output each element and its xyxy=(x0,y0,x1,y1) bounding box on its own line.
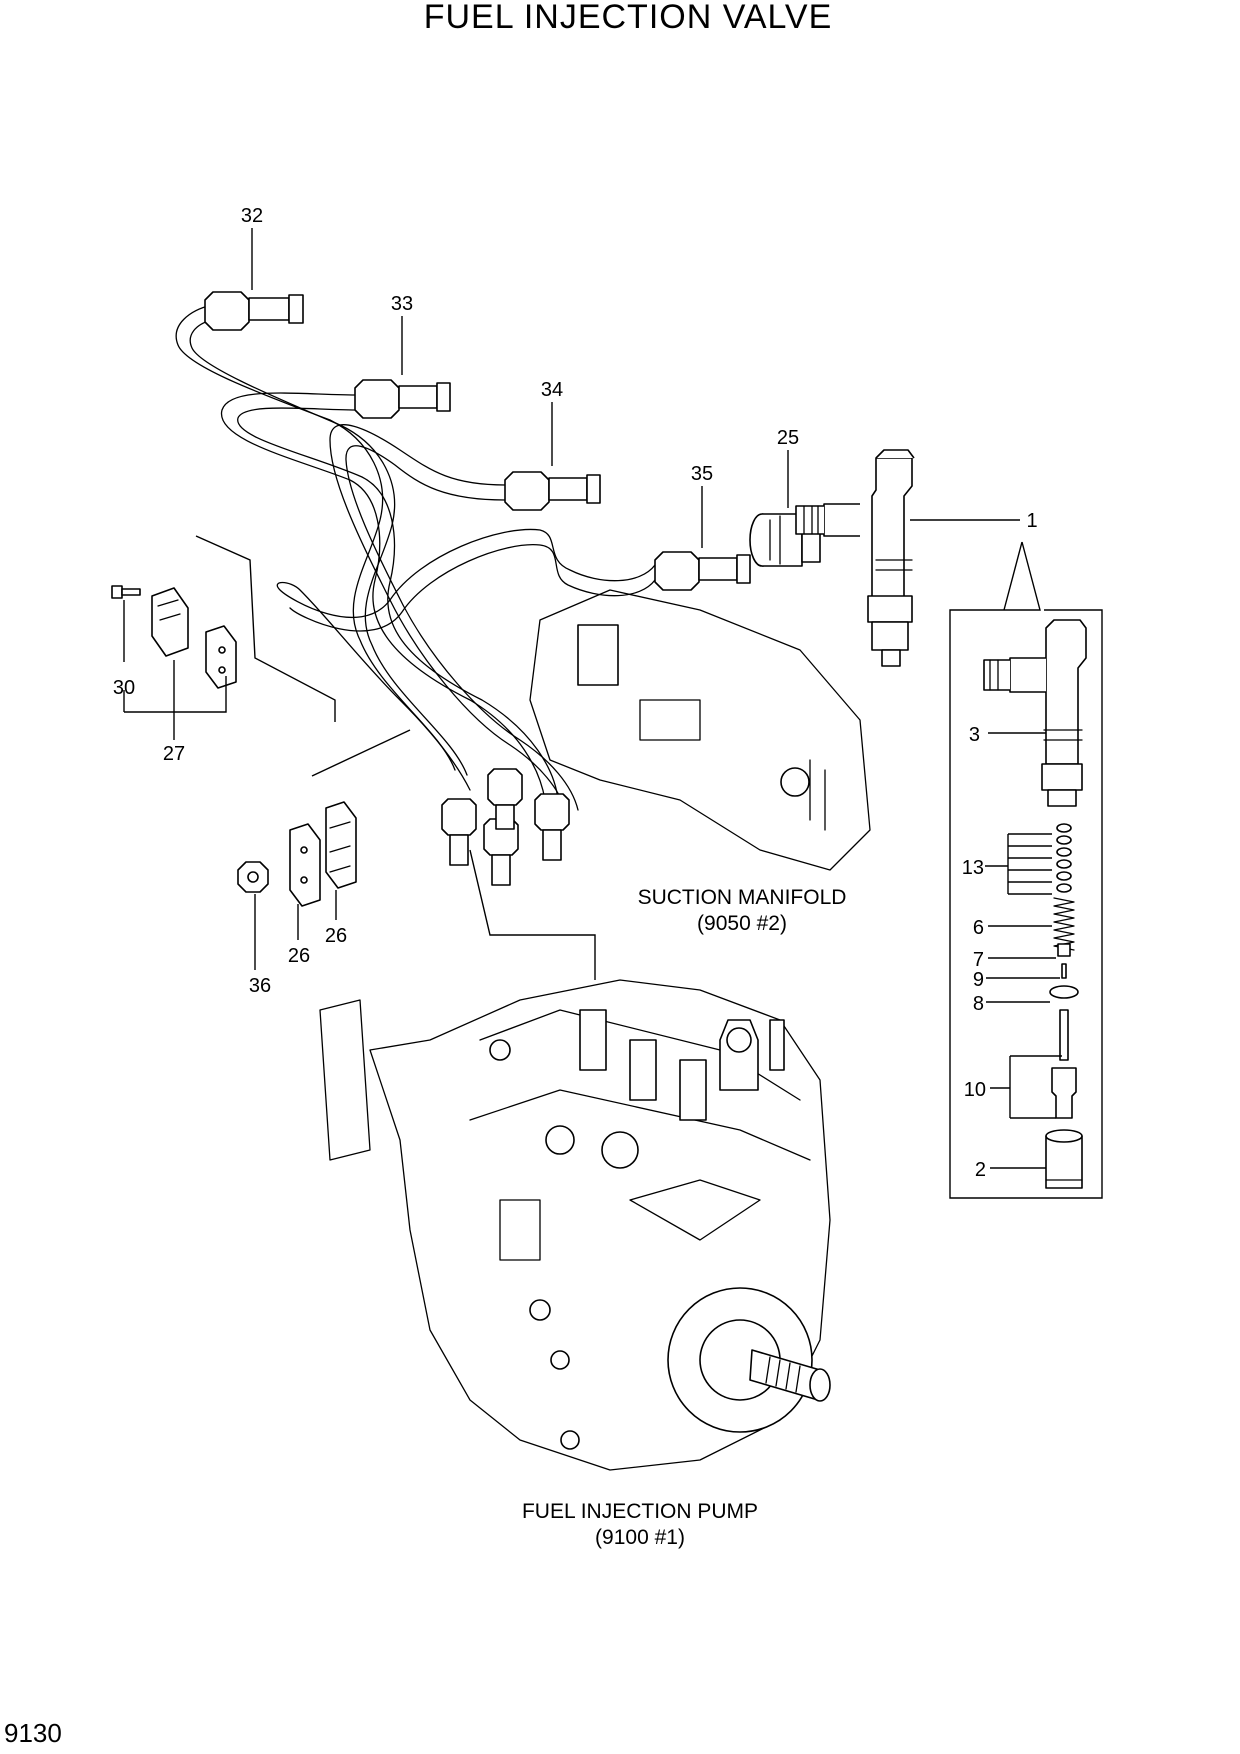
callout-13: 13 xyxy=(962,857,984,879)
callout-8: 8 xyxy=(973,993,984,1015)
clamps-illustration xyxy=(111,585,357,907)
callout-7: 7 xyxy=(973,949,984,971)
leader-lines xyxy=(123,228,1062,1169)
callout-2: 2 xyxy=(975,1159,986,1181)
callout-32: 32 xyxy=(241,205,263,227)
part-25-illustration xyxy=(749,513,821,567)
suction-manifold-label: SUCTION MANIFOLD xyxy=(638,886,847,909)
injection-pipes-illustration xyxy=(175,291,751,886)
detail-box xyxy=(949,541,1103,1199)
reference-labels: SUCTION MANIFOLD (9050 #2) FUEL INJECTIO… xyxy=(522,886,846,1549)
callout-numbers: 32 33 34 35 25 1 3 13 6 7 9 8 10 2 30 27… xyxy=(113,205,1038,1181)
callout-25: 25 xyxy=(777,427,799,449)
part-1-injector-illustration xyxy=(795,449,915,667)
callout-1: 1 xyxy=(1026,510,1037,532)
callout-6: 6 xyxy=(973,917,984,939)
callout-10: 10 xyxy=(964,1079,986,1101)
page-number: 9130 xyxy=(4,1718,62,1748)
callout-33: 33 xyxy=(391,293,413,315)
callout-36: 36 xyxy=(249,975,271,997)
callout-35: 35 xyxy=(691,463,713,485)
fuel-injection-pump-label: FUEL INJECTION PUMP xyxy=(522,1500,758,1523)
fuel-injection-pump-illustration xyxy=(319,979,831,1471)
callout-26-right: 26 xyxy=(325,925,347,947)
callout-3: 3 xyxy=(969,724,980,746)
callout-26-left: 26 xyxy=(288,945,310,967)
fuel-injection-pump-ref: (9100 #1) xyxy=(595,1526,685,1549)
callout-34: 34 xyxy=(541,379,563,401)
suction-manifold-ref: (9050 #2) xyxy=(697,912,787,935)
callout-9: 9 xyxy=(973,969,984,991)
page-title: FUEL INJECTION VALVE xyxy=(424,0,833,36)
callout-27: 27 xyxy=(163,743,185,765)
callout-30: 30 xyxy=(113,677,135,699)
suction-manifold-illustration xyxy=(529,589,871,871)
